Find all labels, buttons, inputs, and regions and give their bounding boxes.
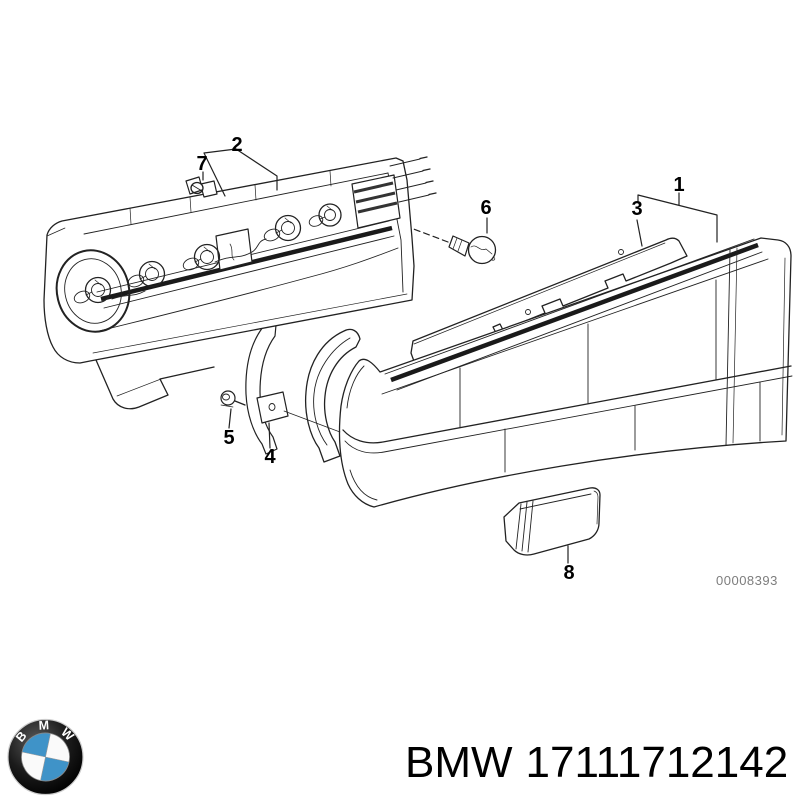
bulb-carrier-drawing — [43, 156, 437, 410]
bulb-socket — [263, 214, 302, 242]
side-lens-drawing — [503, 487, 601, 556]
bulb-drawing — [410, 227, 497, 265]
tail-light-lens-drawing — [338, 237, 793, 508]
callout-3: 3 — [631, 198, 642, 220]
callout-leaders — [202, 148, 718, 564]
bulb-socket — [308, 203, 342, 227]
logo-quadrant-white — [21, 752, 46, 781]
callout-6: 6 — [480, 197, 491, 219]
diagram-code: 00008393 — [716, 573, 778, 588]
callout-7: 7 — [196, 153, 207, 175]
callout-1: 1 — [673, 174, 684, 196]
part-number-text: 17111712142 — [525, 738, 789, 787]
seal-channel-arc-drawing — [304, 328, 361, 463]
inner-tray-drawing — [410, 237, 688, 365]
callout-4: 4 — [264, 446, 276, 468]
bulb-socket — [73, 276, 112, 304]
bulb-socket — [127, 260, 166, 288]
connector-pins — [351, 156, 437, 229]
mounting-plate-drawing — [256, 391, 341, 433]
dark-strip — [390, 242, 759, 383]
bmw-logo-letter: M — [38, 718, 49, 733]
screw-5-drawing — [220, 390, 246, 408]
callout-8: 8 — [563, 562, 574, 584]
bulb-socket — [182, 243, 221, 271]
logo-quadrant-blue — [40, 757, 69, 781]
brand-text: BMW — [405, 738, 513, 787]
screw-7-drawing — [185, 176, 218, 198]
callout-2: 2 — [231, 134, 242, 156]
bmw-logo: B M W — [7, 718, 84, 796]
gasket-strip-drawing — [245, 321, 278, 455]
logo-quadrant-blue — [22, 733, 51, 757]
logo-quadrant-white — [45, 733, 70, 762]
callout-5: 5 — [223, 427, 234, 449]
